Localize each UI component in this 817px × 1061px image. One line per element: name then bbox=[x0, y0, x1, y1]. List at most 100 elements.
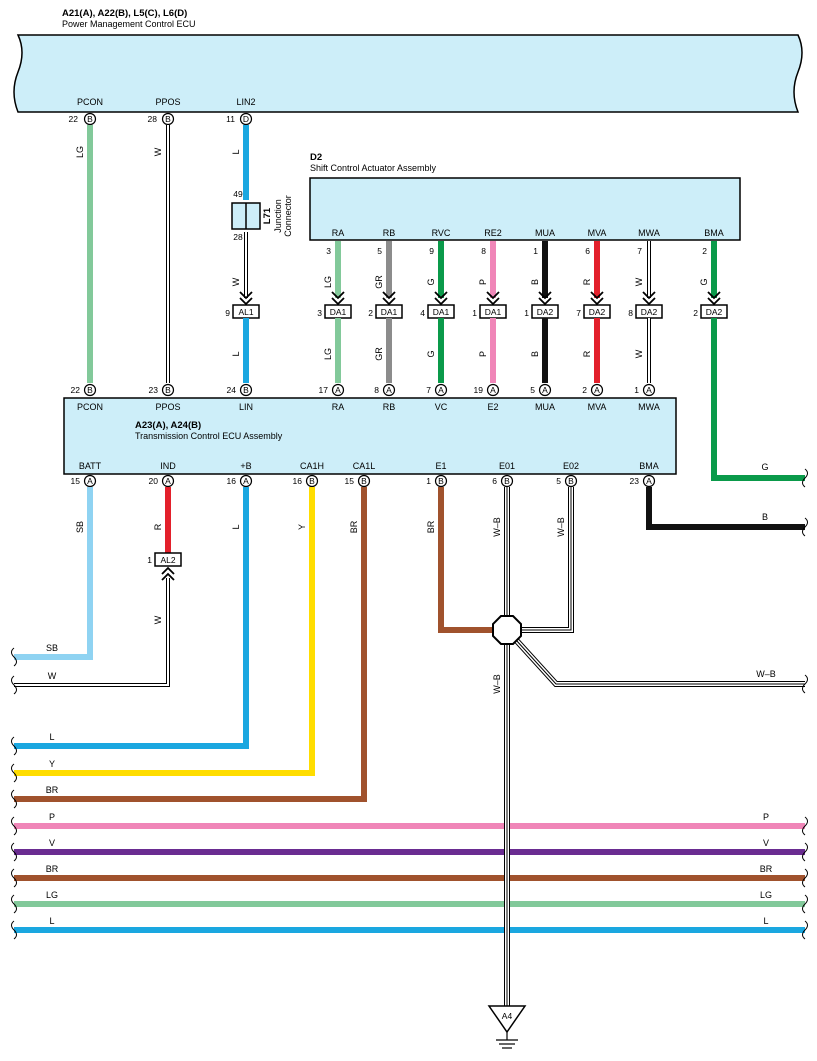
svg-text:LG: LG bbox=[46, 890, 58, 900]
ecu-tc-box bbox=[63, 397, 677, 475]
pm-terminal-ppos: PPOS 28 B bbox=[148, 97, 181, 126]
svg-text:CA1H: CA1H bbox=[300, 461, 324, 471]
tc-terminal-lin: 24 B LIN bbox=[227, 383, 253, 412]
wire-plus-b-label: L bbox=[231, 524, 241, 529]
pm-terminal-lin2: LIN2 11 D bbox=[226, 97, 256, 126]
wire-lin-bottom-label: L bbox=[231, 351, 241, 356]
tc-terminal-e2: 19 A E2 bbox=[474, 383, 500, 412]
svg-text:P: P bbox=[763, 812, 769, 822]
tc-top-terminals: 22 B PCON 23 B PPOS 24 B LIN 17 A RA 8 A bbox=[71, 383, 660, 412]
connector-da1-re2: 1 DA1 bbox=[472, 291, 507, 319]
svg-text:BATT: BATT bbox=[79, 461, 102, 471]
svg-text:LG: LG bbox=[760, 890, 772, 900]
tc-terminal-ppos: 23 B PPOS bbox=[149, 383, 181, 412]
tc-terminal-mva: 2 A MVA bbox=[582, 383, 606, 412]
svg-text:A: A bbox=[243, 476, 249, 486]
wire-ind-top-label: R bbox=[153, 523, 163, 530]
svg-text:A: A bbox=[335, 385, 341, 395]
svg-text:6: 6 bbox=[492, 476, 497, 486]
svg-text:A: A bbox=[646, 385, 652, 395]
wire-bma-g-out bbox=[711, 318, 805, 481]
svg-text:MWA: MWA bbox=[638, 228, 660, 238]
svg-text:B: B bbox=[87, 385, 93, 395]
svg-text:P: P bbox=[478, 351, 488, 357]
svg-text:BMA: BMA bbox=[639, 461, 659, 471]
svg-text:17: 17 bbox=[319, 385, 329, 395]
wire-plus-b bbox=[14, 487, 249, 749]
svg-text:BMA: BMA bbox=[704, 228, 724, 238]
svg-text:B: B bbox=[504, 476, 510, 486]
svg-text:BR: BR bbox=[46, 864, 59, 874]
svg-text:1: 1 bbox=[533, 246, 538, 256]
ecu-pm-box bbox=[13, 34, 803, 113]
svg-text:28: 28 bbox=[148, 114, 158, 124]
svg-text:W: W bbox=[634, 349, 644, 358]
wire-left-y-label: Y bbox=[49, 759, 55, 769]
svg-text:B: B bbox=[530, 351, 540, 357]
tc-terminal-ra: 17 A RA bbox=[319, 383, 344, 412]
svg-text:B: B bbox=[243, 385, 249, 395]
svg-text:15: 15 bbox=[345, 476, 355, 486]
svg-text:E1: E1 bbox=[435, 461, 446, 471]
svg-text:9: 9 bbox=[429, 246, 434, 256]
svg-text:2: 2 bbox=[582, 385, 587, 395]
svg-text:22: 22 bbox=[69, 114, 79, 124]
svg-text:19: 19 bbox=[474, 385, 484, 395]
wire-e01-label: W–B bbox=[492, 517, 502, 537]
svg-text:23: 23 bbox=[630, 476, 640, 486]
tc-terminal-ca1l: CA1L 15 B bbox=[345, 461, 375, 488]
svg-text:PCON: PCON bbox=[77, 402, 103, 412]
svg-text:1: 1 bbox=[426, 476, 431, 486]
connector-da1-rb: 2 DA1 bbox=[368, 291, 403, 319]
tc-bottom-terminals: BATT 15 A IND 20 A +B 16 A CA1H 16 B CA1… bbox=[71, 461, 659, 488]
tc-terminal-batt: BATT 15 A bbox=[71, 461, 102, 488]
actuator-wire-labels-bottom: LG GR G P B R W bbox=[323, 347, 644, 361]
svg-text:DA1: DA1 bbox=[381, 307, 398, 317]
svg-text:VC: VC bbox=[435, 402, 448, 412]
svg-text:G: G bbox=[426, 350, 436, 357]
connector-da2-mva: 7 DA2 bbox=[576, 291, 611, 319]
svg-text:LIN2: LIN2 bbox=[236, 97, 255, 107]
break-marks-right bbox=[802, 468, 808, 940]
svg-text:P: P bbox=[49, 812, 55, 822]
tc-terminal-bma: BMA 23 A bbox=[630, 461, 659, 488]
svg-text:RE2: RE2 bbox=[484, 228, 502, 238]
svg-text:PPOS: PPOS bbox=[155, 402, 180, 412]
svg-text:RVC: RVC bbox=[432, 228, 451, 238]
svg-text:PCON: PCON bbox=[77, 97, 103, 107]
svg-text:6: 6 bbox=[585, 246, 590, 256]
splice-point bbox=[492, 615, 522, 645]
actuator-title: D2 bbox=[310, 152, 322, 163]
actuator-terminal-labels: RA RB RVC RE2 MUA MVA MWA BMA bbox=[332, 228, 724, 238]
wire-ca1h bbox=[14, 487, 315, 776]
svg-text:1: 1 bbox=[524, 308, 529, 318]
svg-text:R: R bbox=[582, 278, 592, 285]
svg-text:2: 2 bbox=[368, 308, 373, 318]
svg-text:11: 11 bbox=[226, 114, 235, 124]
tc-terminal-vc: 7 A VC bbox=[426, 383, 448, 412]
svg-text:8: 8 bbox=[481, 246, 486, 256]
svg-text:DA1: DA1 bbox=[433, 307, 450, 317]
connector-da1-rvc: 4 DA1 bbox=[420, 291, 455, 319]
svg-text:P: P bbox=[478, 279, 488, 285]
svg-text:1: 1 bbox=[634, 385, 639, 395]
svg-text:B: B bbox=[165, 385, 171, 395]
tc-terminal-e02: E02 5 B bbox=[556, 461, 579, 488]
svg-text:DA2: DA2 bbox=[706, 307, 723, 317]
wire-e02 bbox=[520, 487, 574, 633]
wire-bma-out-label: B bbox=[762, 512, 768, 522]
connector-da2-bma: 2 DA2 bbox=[693, 291, 728, 319]
wire-ppos-label: W bbox=[153, 147, 163, 156]
wire-lin2-top-label: L bbox=[231, 149, 241, 154]
tc-terminal-e01: E01 6 B bbox=[492, 461, 515, 488]
tc-terminal-e1: E1 1 B bbox=[426, 461, 448, 488]
svg-text:MVA: MVA bbox=[588, 228, 607, 238]
svg-text:7: 7 bbox=[426, 385, 431, 395]
svg-text:B: B bbox=[165, 114, 171, 124]
ground-icon: A4 bbox=[487, 1005, 527, 1049]
svg-text:8: 8 bbox=[374, 385, 379, 395]
svg-text:BR: BR bbox=[760, 864, 773, 874]
wire-e1-label: BR bbox=[426, 520, 436, 533]
wire-ca1l bbox=[14, 487, 367, 802]
svg-text:5: 5 bbox=[377, 246, 382, 256]
